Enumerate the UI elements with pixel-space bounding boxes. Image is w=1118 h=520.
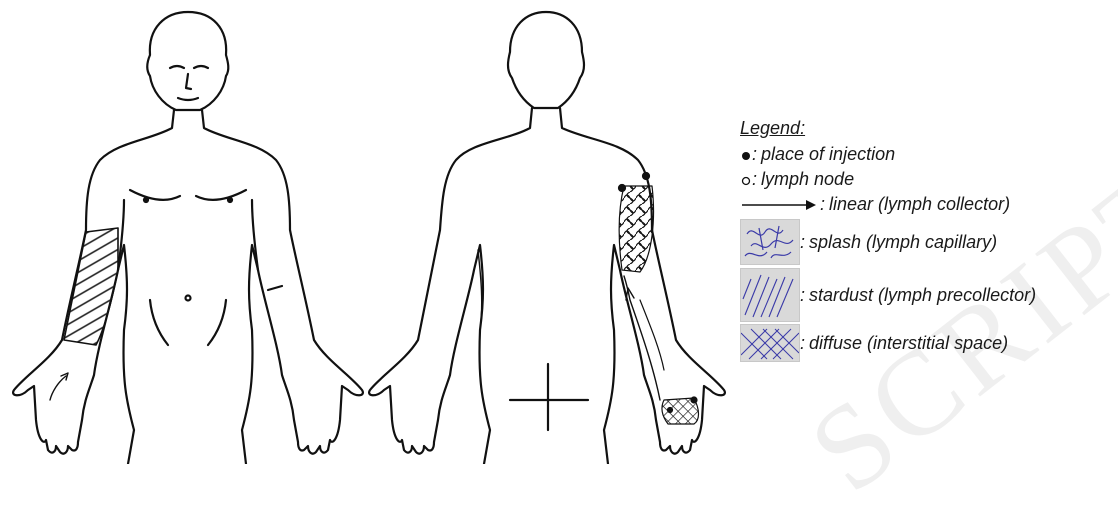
front-body-outline xyxy=(13,110,363,464)
stardust-swatch-icon xyxy=(740,268,800,322)
legend: Legend: : place of injection : lymph nod… xyxy=(740,118,1118,363)
front-head xyxy=(147,12,228,110)
injection-dot xyxy=(692,398,697,403)
legend-item-splash: : splash (lymph capillary) xyxy=(740,217,1118,267)
legend-label: stardust (lymph precollector) xyxy=(809,285,1036,306)
legend-title: Legend: xyxy=(740,118,1118,139)
injection-dot xyxy=(619,185,625,191)
front-figure xyxy=(13,12,363,464)
legend-item-injection: : place of injection xyxy=(740,142,1118,167)
legend-item-linear: : linear (lymph collector) xyxy=(740,192,1118,217)
arrow-icon xyxy=(740,198,820,212)
legend-item-lymph-node: : lymph node xyxy=(740,167,1118,192)
diffuse-swatch-icon xyxy=(740,324,800,362)
legend-label: lymph node xyxy=(761,169,854,190)
front-hatched-region xyxy=(64,228,118,345)
legend-item-diffuse: : diffuse (interstitial space) xyxy=(740,323,1118,363)
back-figure xyxy=(369,12,725,464)
injection-dot xyxy=(668,408,672,412)
injection-dot xyxy=(643,173,649,179)
legend-label: place of injection xyxy=(761,144,895,165)
open-circle-icon xyxy=(740,173,752,187)
legend-label: linear (lymph collector) xyxy=(829,194,1010,215)
legend-item-stardust: : stardust (lymph precollector) xyxy=(740,267,1118,323)
back-head xyxy=(508,12,584,108)
legend-label: splash (lymph capillary) xyxy=(809,232,997,253)
legend-label: diffuse (interstitial space) xyxy=(809,333,1008,354)
filled-dot-icon xyxy=(740,148,752,162)
back-splash-region xyxy=(619,186,653,272)
splash-swatch-icon xyxy=(740,219,800,265)
